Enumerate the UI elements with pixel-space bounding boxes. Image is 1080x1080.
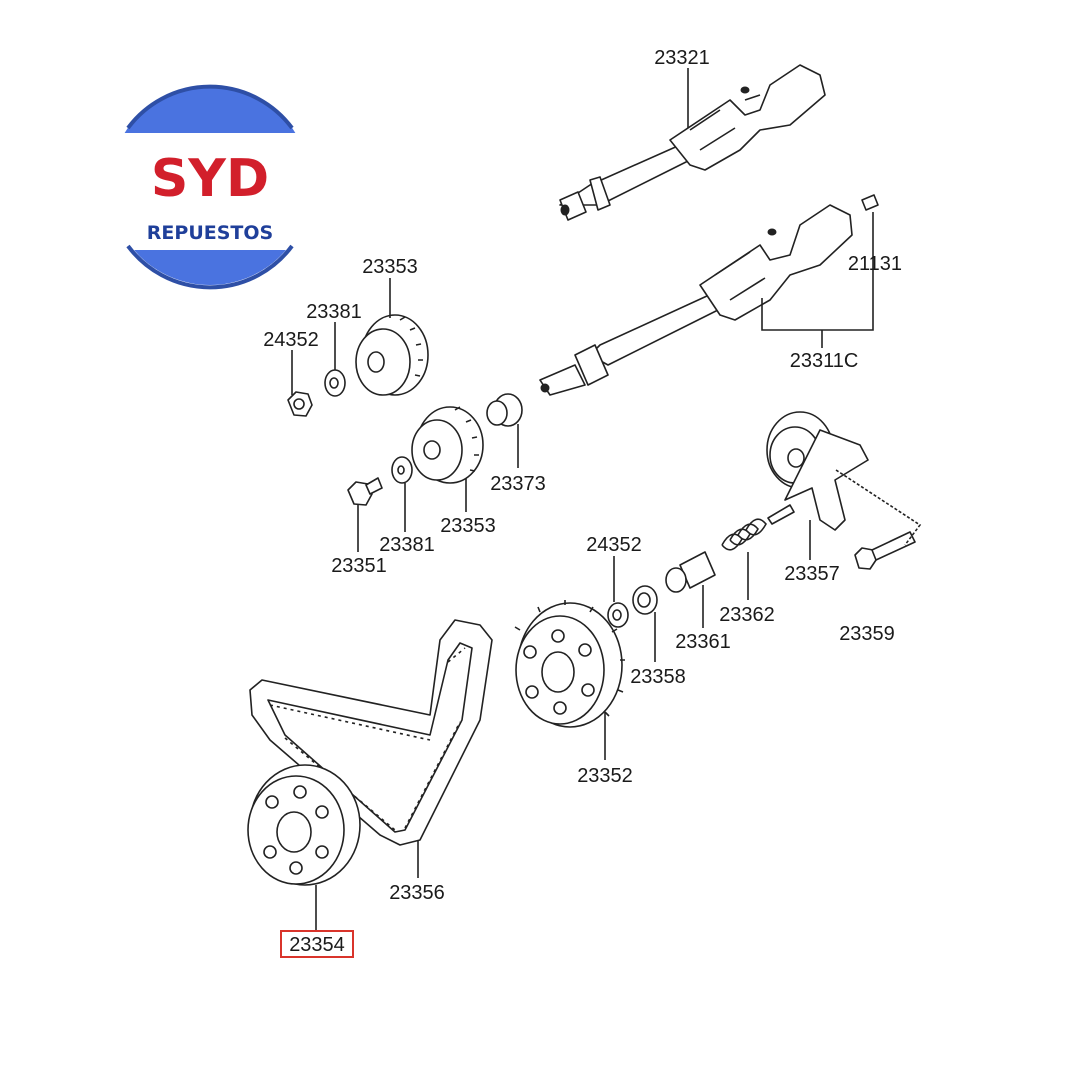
syd-logo: SYD REPUESTOS xyxy=(110,84,310,290)
sprocket-23353-top-drawing xyxy=(355,314,429,396)
label-23361: 23361 xyxy=(675,631,731,653)
label-23381-top: 23381 xyxy=(306,301,362,323)
label-23354: 23354 xyxy=(289,934,345,956)
logo-brand-text: SYD xyxy=(151,149,269,209)
label-23373: 23373 xyxy=(490,473,546,495)
sprocket-23352-drawing xyxy=(514,600,625,728)
bushing-23373-drawing xyxy=(486,393,523,427)
camshaft-upper-drawing xyxy=(559,64,826,221)
label-23359: 23359 xyxy=(839,623,895,645)
label-23381-bottom: 23381 xyxy=(379,534,435,556)
label-23358: 23358 xyxy=(630,666,686,688)
label-23352: 23352 xyxy=(577,765,633,787)
leader-23311c xyxy=(761,212,874,331)
bolt-23359-drawing xyxy=(854,531,916,570)
highlight-box-23354 xyxy=(280,930,354,958)
sprocket-23353-bottom-drawing xyxy=(411,406,484,484)
spring-23362-drawing xyxy=(721,518,767,551)
label-24352-bottom: 24352 xyxy=(586,534,642,556)
logo-tagline-text: REPUESTOS xyxy=(147,222,273,244)
nut-24352-top-drawing xyxy=(287,391,313,417)
nut-24352-bottom-drawing xyxy=(607,602,629,628)
tensioner-23357-drawing xyxy=(766,411,869,531)
label-23357: 23357 xyxy=(784,563,840,585)
pulley-23354-drawing xyxy=(247,764,361,886)
bolt-23351-drawing xyxy=(347,477,383,506)
washer-23358-drawing xyxy=(632,585,658,615)
label-23351: 23351 xyxy=(331,555,387,577)
pushrod-23361-drawing xyxy=(665,551,716,593)
label-23311c: 23311C xyxy=(790,350,859,372)
washer-23381-top-drawing xyxy=(324,369,346,397)
label-23321: 23321 xyxy=(654,47,710,69)
leader-23359 xyxy=(835,469,922,546)
label-23362: 23362 xyxy=(719,604,775,626)
label-23353-bottom: 23353 xyxy=(440,515,496,537)
label-23356: 23356 xyxy=(389,882,445,904)
washer-23381-bottom-drawing xyxy=(391,456,413,484)
label-21131: 21131 xyxy=(848,253,902,275)
label-24352-top: 24352 xyxy=(263,329,319,351)
camshaft-lower-drawing xyxy=(539,194,879,396)
label-23353-top: 23353 xyxy=(362,256,418,278)
